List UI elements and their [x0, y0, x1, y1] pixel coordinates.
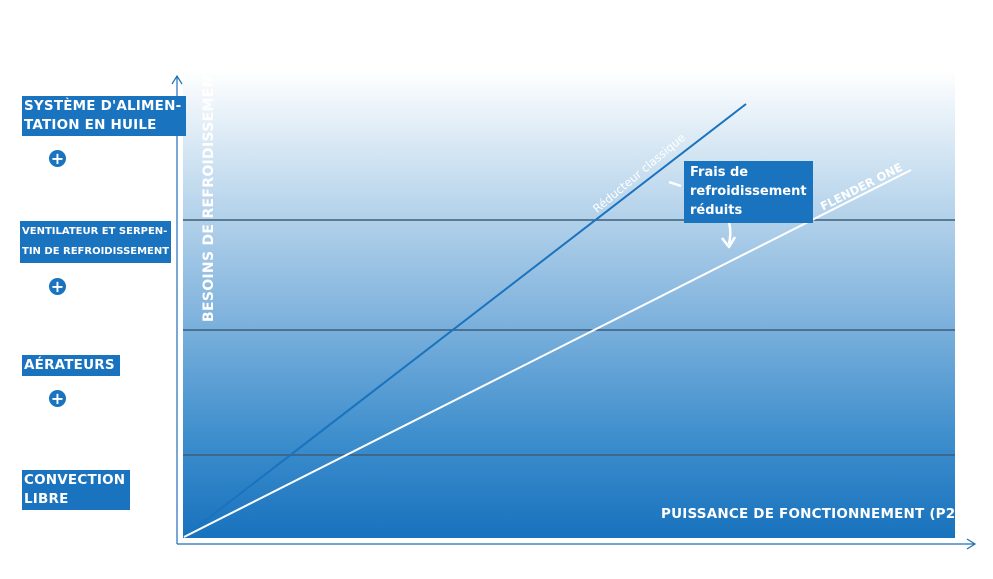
x-axis-arrow [966, 538, 977, 550]
annotation-tick [668, 180, 682, 188]
plus-circle-icon: + [49, 277, 66, 296]
series-line-flender-one [183, 169, 912, 538]
y-axis-arrow [171, 74, 183, 85]
x-axis-label: PUISSANCE DE FONCTIONNEMENT (P2) [661, 506, 962, 522]
plus-circle-icon: + [49, 389, 66, 408]
y-axis-label: BESOINS DE REFROIDISSEMENT [201, 65, 217, 322]
level-label-oil-supply: SYSTÈME D'ALIMEN- TATION EN HUILE [22, 96, 187, 136]
chart-plot-area [183, 70, 955, 538]
level-label-free-convection: CONVECTION LIBRE [22, 470, 131, 510]
plus-circle-icon: + [49, 149, 66, 168]
level-label-aerators: AÉRATEURS [22, 355, 120, 376]
annotation-callout: Frais de refroidissement réduits [684, 161, 813, 223]
arrow-head-icon [721, 236, 737, 249]
level-label-fan-coil: VENTILATEUR ET SERPEN- TIN DE REFROIDISS… [20, 221, 172, 263]
series-line-classic [183, 103, 747, 538]
